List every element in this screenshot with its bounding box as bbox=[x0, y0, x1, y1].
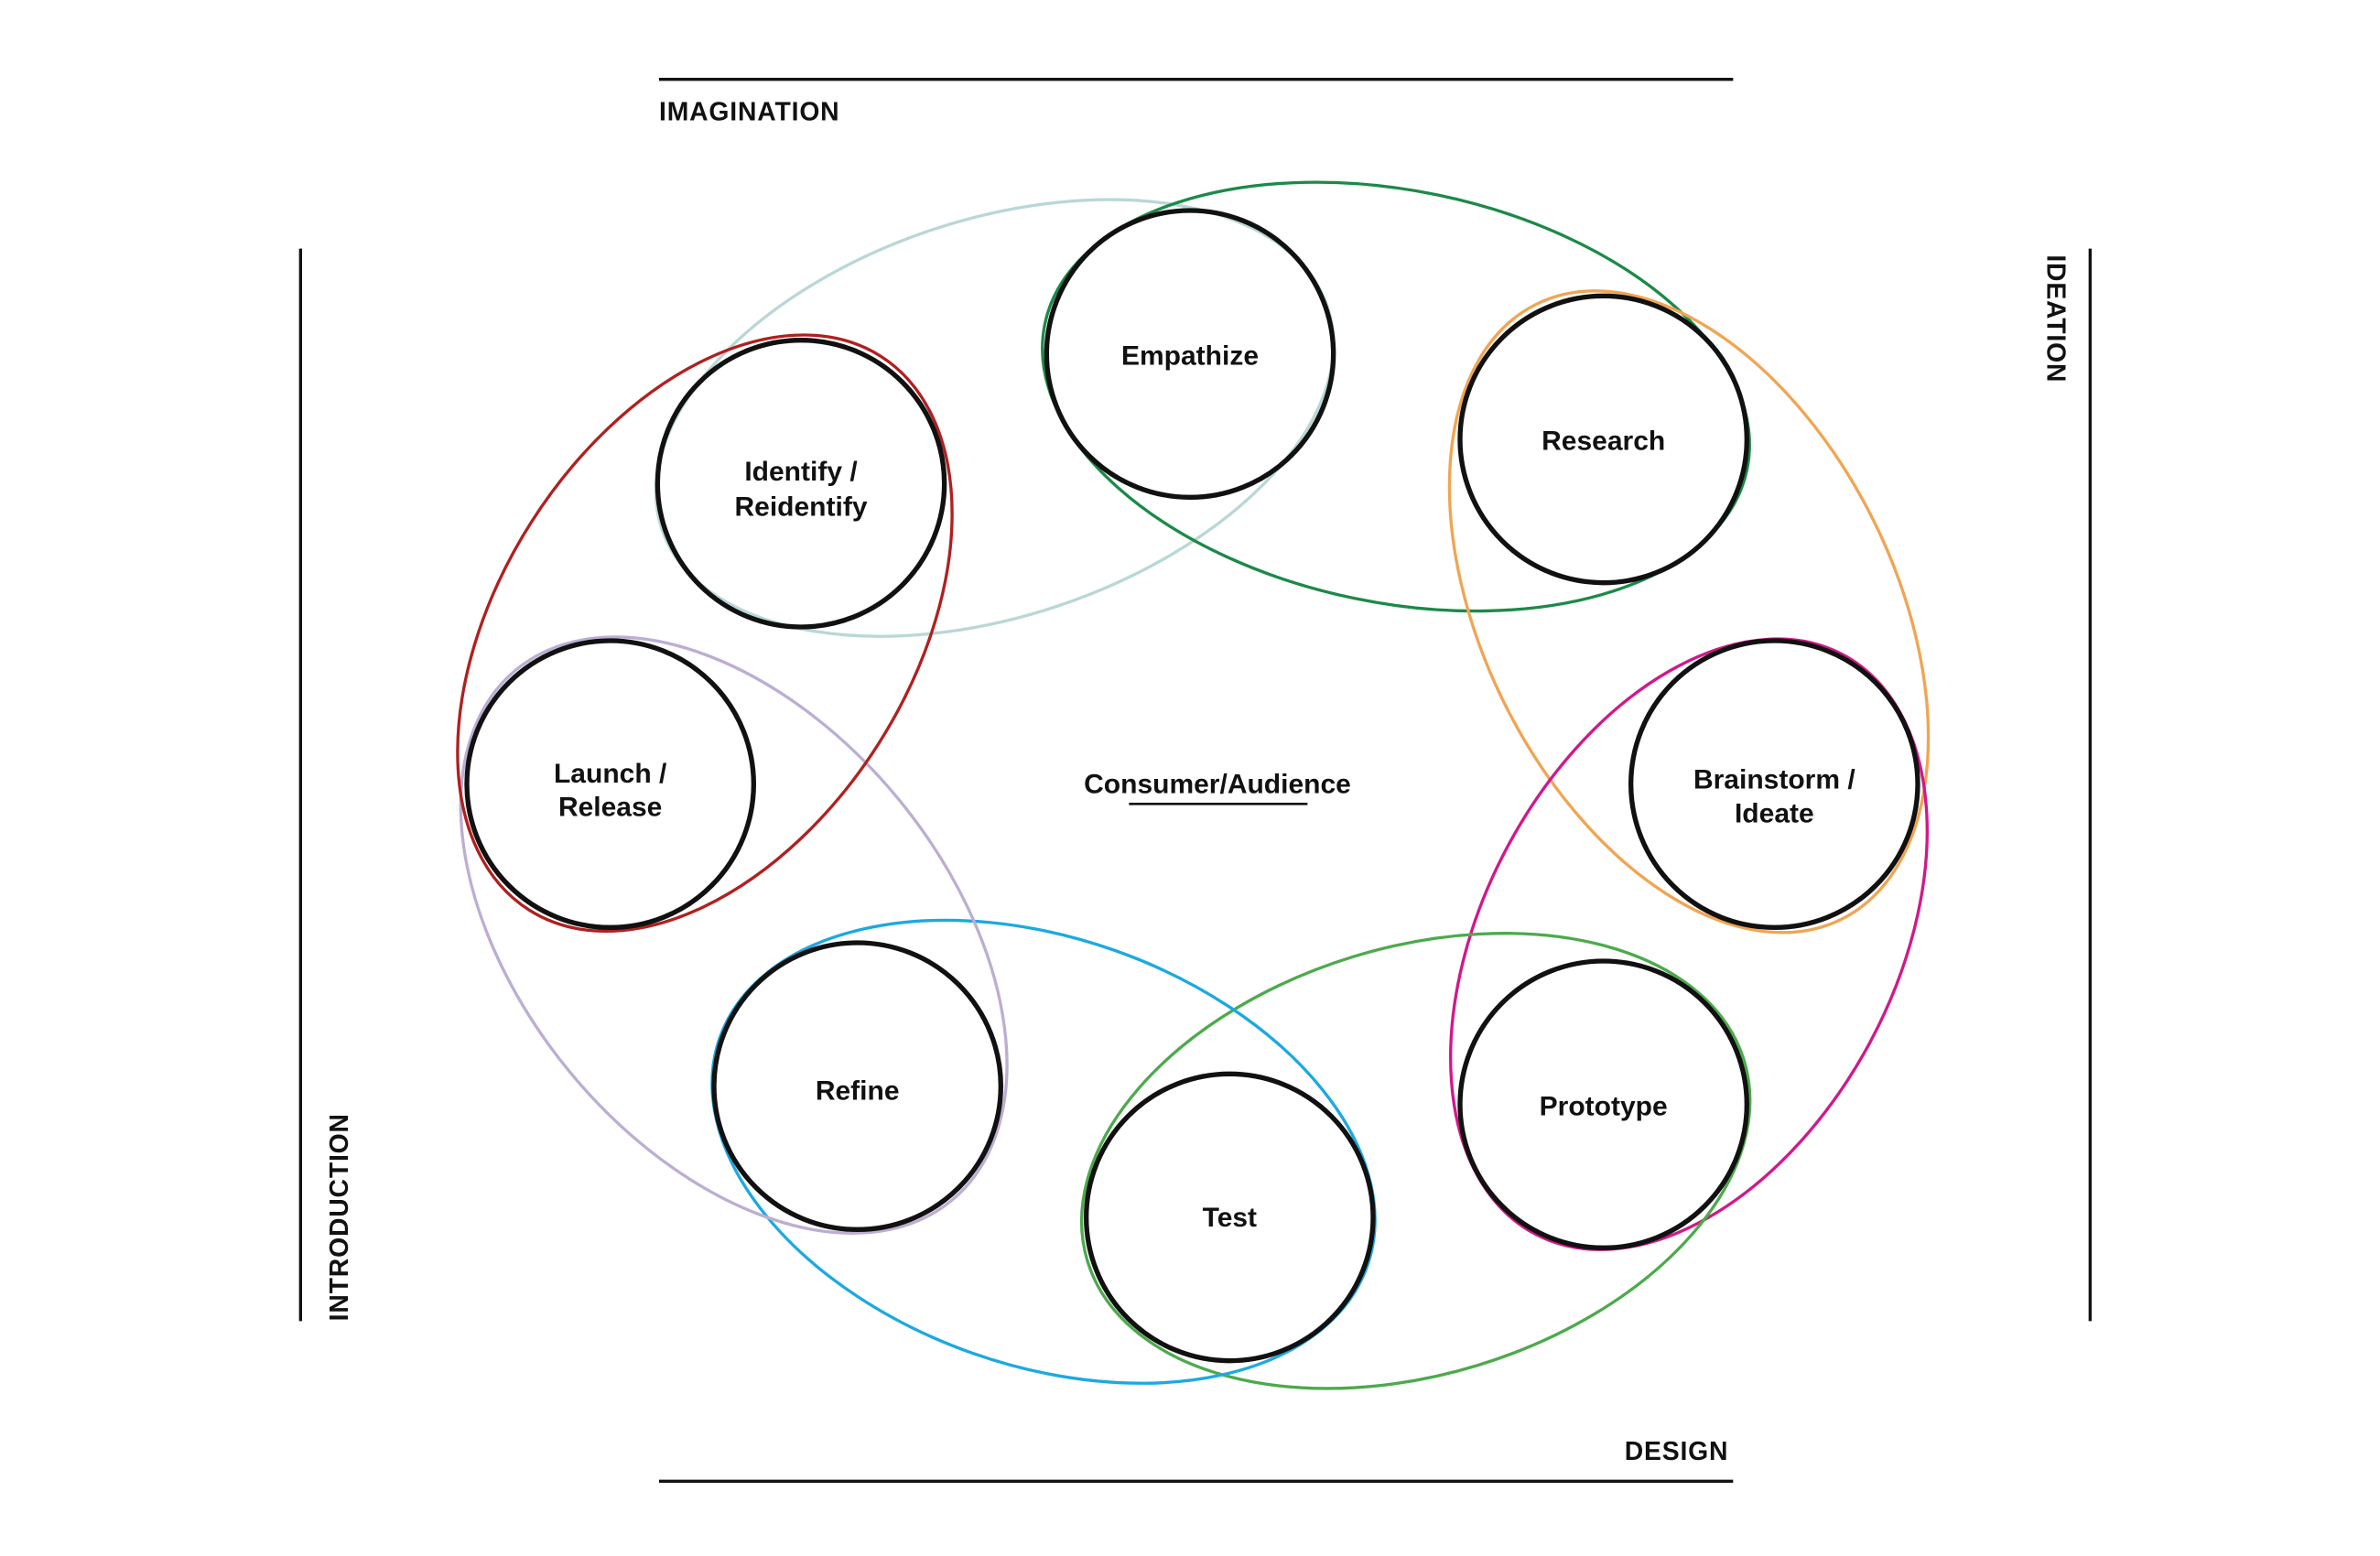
stage-research: Research bbox=[1457, 293, 1749, 586]
link-test-refine bbox=[710, 918, 1377, 1385]
svg-text:Ideate: Ideate bbox=[1735, 798, 1814, 828]
svg-text:Release: Release bbox=[558, 793, 662, 823]
link-research-brainstorm bbox=[1447, 289, 1931, 935]
link-empathize-research bbox=[1041, 180, 1751, 613]
link-brainstorm-prototype bbox=[1449, 637, 1929, 1251]
stage-empathize: Empathize bbox=[1044, 208, 1336, 500]
stage-identify: Identify / Reidentify bbox=[654, 338, 947, 630]
link-prototype-test bbox=[1079, 932, 1752, 1390]
axis-label-ideation: IDEATION bbox=[2041, 254, 2071, 383]
axis-label-imagination: IMAGINATION bbox=[659, 98, 839, 127]
stage-test: Test bbox=[1084, 1071, 1376, 1364]
svg-text:Prototype: Prototype bbox=[1540, 1091, 1668, 1121]
svg-text:Empathize: Empathize bbox=[1121, 340, 1259, 371]
link-launch-identify bbox=[456, 333, 954, 934]
axis-label-design: DESIGN bbox=[1625, 1437, 1729, 1466]
svg-text:Refine: Refine bbox=[816, 1076, 900, 1107]
svg-text:Launch /: Launch / bbox=[554, 759, 667, 789]
svg-text:Research: Research bbox=[1542, 427, 1665, 457]
axis-label-introduction: INTRODUCTION bbox=[325, 1113, 354, 1321]
link-refine-launch bbox=[459, 635, 1009, 1235]
svg-text:Brainstorm /: Brainstorm / bbox=[1693, 765, 1855, 795]
stage-launch: Launch / Release bbox=[464, 638, 757, 931]
svg-text:Test: Test bbox=[1203, 1203, 1257, 1233]
stage-brainstorm: Brainstorm / Ideate bbox=[1628, 638, 1920, 931]
center-label: Consumer/Audience bbox=[1084, 770, 1351, 800]
svg-text:Reidentify: Reidentify bbox=[734, 492, 867, 522]
link-identify-empathize bbox=[654, 198, 1336, 638]
svg-text:Identify /: Identify / bbox=[744, 457, 858, 487]
stage-prototype: Prototype bbox=[1457, 958, 1749, 1250]
stage-refine: Refine bbox=[711, 940, 1003, 1232]
